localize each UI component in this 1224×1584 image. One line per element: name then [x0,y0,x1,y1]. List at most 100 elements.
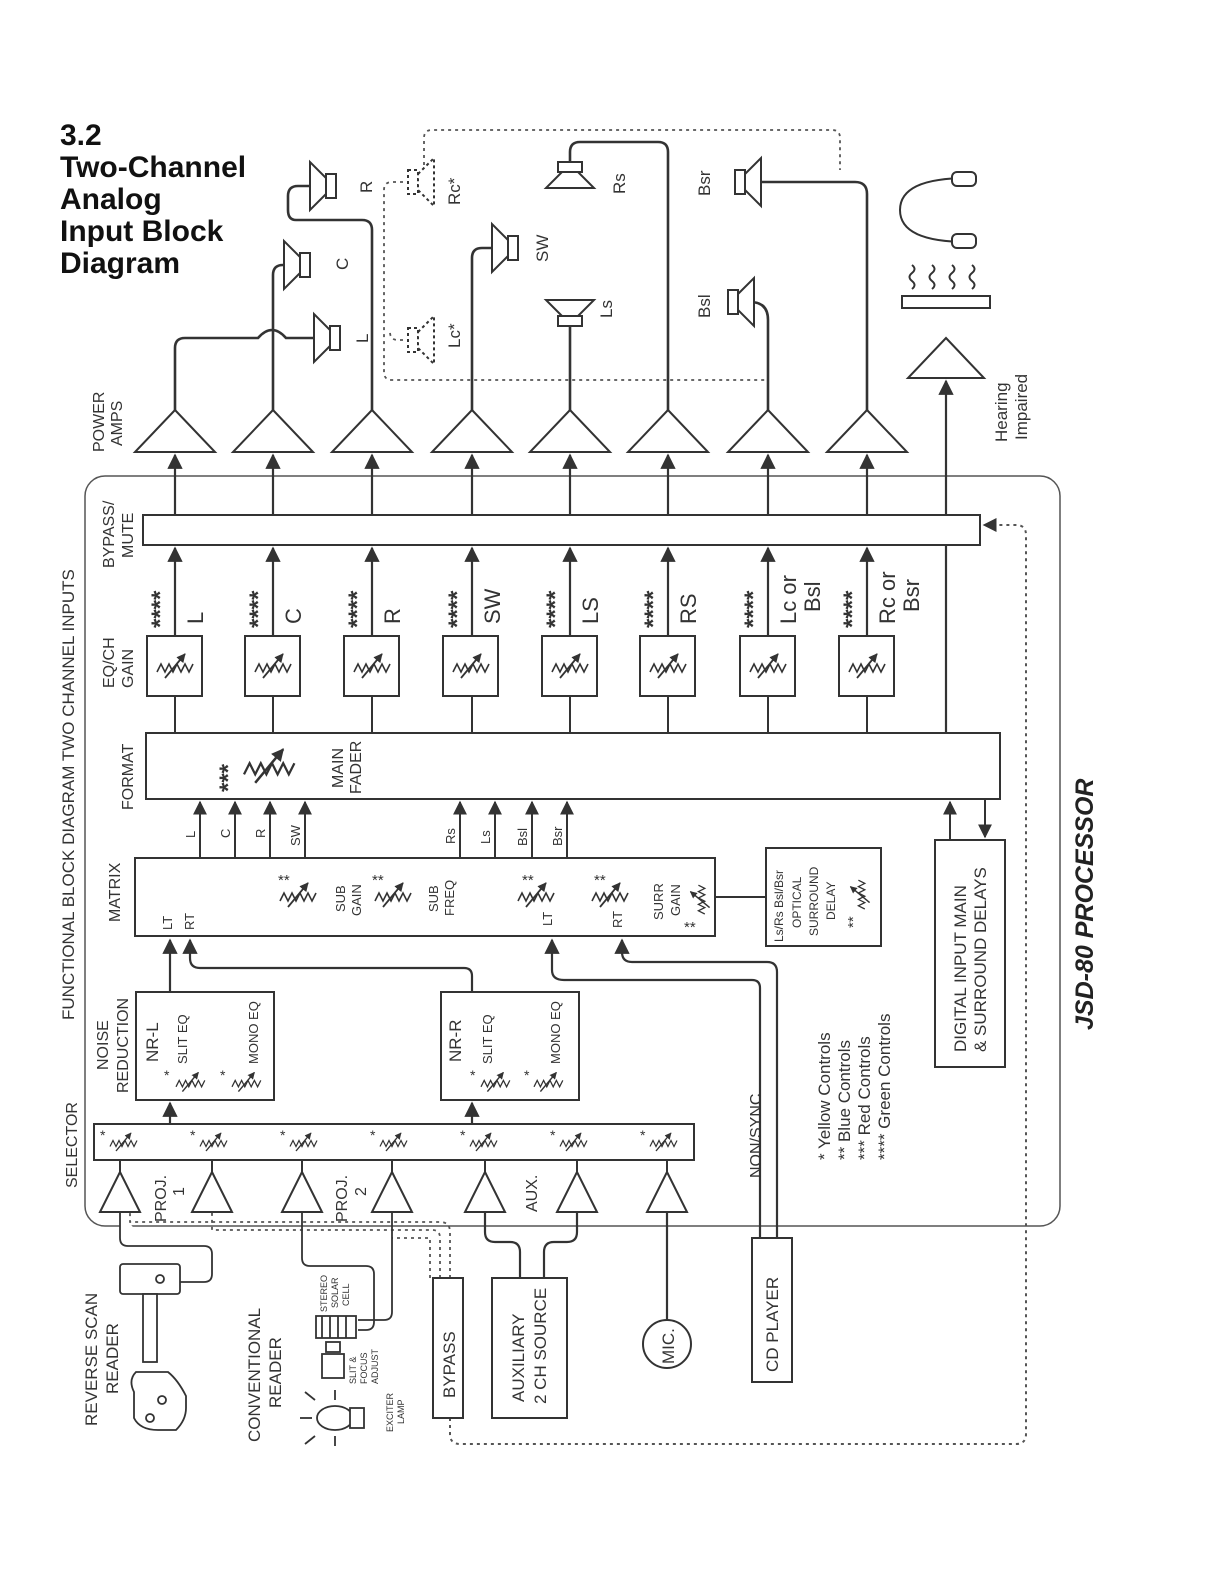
power-amps [132,336,987,453]
format-block [145,732,1001,800]
mx-out-c: C [218,829,233,838]
legend-yellow: * Yellow Controls [815,1032,834,1160]
label-ls: Ls [597,300,616,318]
cd-player-label: CD PLAYER [763,1277,782,1372]
format-to-eq-lines [174,696,868,733]
rt-stars: ** [594,872,606,889]
bypass-label-1: BYPASS/ [101,500,118,568]
mx-out-r: R [253,829,268,838]
ch1-stars: **** [147,590,174,628]
selector-star-1: * [100,1127,106,1143]
optical-label-2: OPTICAL [790,876,804,928]
sub-gain-label-1: SUB [333,885,348,912]
proj2-label-a: PROJ. [334,1175,351,1222]
digital-label-1: DIGITAL INPUT MAIN [951,885,970,1052]
bypass-dotted-links [129,1212,451,1278]
aux-label: AUX. [524,1175,541,1212]
bypass-switch[interactable] [432,1277,464,1419]
title-line-1: Two-Channel [60,151,247,184]
bypass-control-path [449,518,1027,1445]
matrix-block [134,857,716,937]
ch6-label: RS [676,593,701,624]
stereo-label-2: SOLAR [330,1277,340,1308]
processor-outline [84,475,1061,1227]
stereo-label-1: STEREO [319,1275,329,1312]
selector-star-4: * [370,1127,376,1143]
aux-wires [483,1212,579,1278]
eq-gain-boxes [146,635,895,697]
hearing-label-2: Impaired [1012,374,1031,440]
ch8-stars: **** [839,590,866,628]
selector-label: SELECTOR [64,1102,81,1188]
speaker-l [313,313,341,363]
mx-out-ls: Ls [478,830,493,844]
aux-source-label-1: AUXILIARY [509,1313,528,1402]
label-c: C [333,258,352,270]
amp-feed-arrows [167,379,954,733]
nr-left-slit: SLIT EQ [175,1014,190,1064]
ch1-label: L [183,612,208,624]
matrix-rt2: RT [610,911,625,928]
ch5-stars: **** [542,590,569,628]
ch8-label-2: Bsr [899,579,924,612]
nr-left-star-2: * [220,1067,226,1083]
nr-right-mono: MONO EQ [548,1001,563,1064]
aux-source-label-2: 2 CH SOURCE [531,1288,550,1404]
label-sw: SW [533,235,552,262]
selector-star-6: * [550,1127,556,1143]
matrix-label: MATRIX [107,862,124,922]
ch2-label: C [281,608,306,624]
functional-label: FUNCTIONAL BLOCK DIAGRAM TWO CHANNEL INP… [59,569,78,1020]
matrix-output-arrows [193,800,574,858]
matrix-lt2: LT [540,912,555,926]
noise-label: NOISE [95,1020,112,1070]
diagram-title: 3.2 Two-Channel Analog Input Block Diagr… [60,120,246,280]
fader-label: FADER [348,741,365,794]
headphones-icon [898,171,991,309]
label-rs: Rs [610,173,629,194]
selector-to-nr-arrows [162,1101,480,1124]
speaker-bsr [734,157,762,207]
ch7-label-2: Bsl [800,581,825,612]
input-preamps [98,1169,689,1213]
reduction-label: REDUCTION [115,998,132,1093]
eq-output-arrows [167,546,875,636]
lt-stars: ** [522,872,534,889]
format-label: FORMAT [120,743,137,810]
optical-label-4: DELAY [824,882,838,920]
exciter-label-1: EXCITER [385,1392,395,1432]
digital-input-block [934,839,1006,1068]
sub-freq-label-1: SUB [426,885,441,912]
mic-icon [642,1319,692,1369]
slit-label-1: SLIT & [348,1357,358,1384]
speaker-rc-optional [407,157,435,207]
mx-out-rs: Rs [443,828,458,844]
label-bsl: Bsl [695,294,714,318]
title-line-4: Diagram [60,247,181,280]
stereo-label-3: CELL [341,1283,351,1306]
optional-center-wiring [383,129,841,381]
optical-label-1: Ls/Rs Bsl/Bsr [772,870,786,942]
selector-star-2: * [190,1127,196,1143]
ch7-label-1: Lc or [776,575,801,624]
aux-source-block [491,1277,568,1419]
speaker-lc-optional [407,315,435,365]
sub-gain-stars: ** [278,872,290,889]
slit-label-2: FOCUS [359,1353,369,1385]
optical-stars: ** [845,916,862,928]
mx-out-l: L [183,831,198,838]
speaker-c [283,240,311,290]
matrix-rt: RT [182,913,197,930]
power-label-2: AMPS [109,401,126,446]
proj1-label-b: 1 [171,1187,188,1196]
speaker-ls [545,299,595,327]
reverse-scan-label-1: REVERSE SCAN [82,1293,101,1426]
ch3-stars: **** [344,590,371,628]
label-rc: Rc* [445,177,464,205]
title-line-3: Input Block [60,215,224,248]
ch8-label-1: Rc or [875,571,900,624]
conventional-label-1: CONVENTIONAL [245,1308,264,1442]
surr-label-1: SURR [651,883,666,920]
nr-left-star-1: * [164,1067,170,1083]
optical-label-3: SURROUND [807,866,821,936]
